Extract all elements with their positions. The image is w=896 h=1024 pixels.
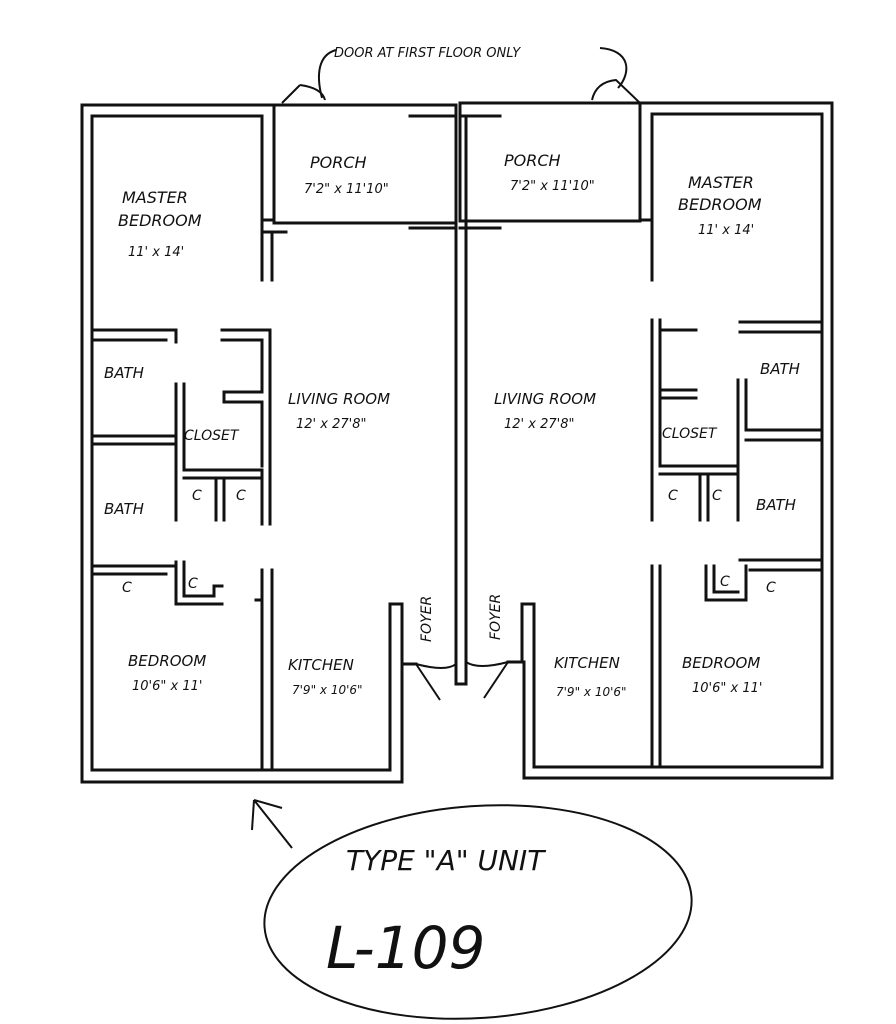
unit-annotation: TYPE "A" UNIT L-109 [251, 799, 693, 1020]
left-living-room-label: LIVING ROOM [288, 390, 390, 408]
foyer-doors [415, 661, 509, 701]
right-bedroom-dims: 10'6" x 11' [692, 681, 762, 696]
right-kitchen-dims: 7'9" x 10'6" [556, 685, 627, 699]
left-master-bedroom-label-2: BEDROOM [118, 211, 202, 230]
left-closet-c4: C [188, 576, 198, 592]
left-living-room-dims: 12' x 27'8" [296, 417, 366, 432]
left-unit-labels: PORCH 7'2" x 11'10" MASTER BEDROOM 11' x… [104, 153, 435, 697]
door-note-text: DOOR AT FIRST FLOOR ONLY [334, 46, 521, 61]
left-closet-label: CLOSET [184, 428, 240, 444]
right-closet-c3: C [720, 574, 730, 590]
unit-type-label: TYPE "A" UNIT [346, 844, 546, 877]
arrow-icon [251, 799, 293, 849]
door-note-bracket-right [599, 47, 628, 89]
door-note: DOOR AT FIRST FLOOR ONLY [281, 46, 641, 104]
door-note-leader-left [281, 84, 301, 104]
right-master-bedroom-dims: 11' x 14' [698, 223, 754, 238]
door-note-bracket-left [318, 49, 337, 99]
right-master-bedroom-label-2: BEDROOM [678, 195, 762, 214]
left-bath-upper-label: BATH [104, 364, 144, 382]
right-interior-walls [506, 318, 824, 769]
annotation-ellipse [263, 804, 693, 1020]
left-bath-lower-label: BATH [104, 500, 144, 518]
right-closet-c2: C [712, 488, 722, 504]
right-closet-c1: C [668, 488, 678, 504]
right-closet-c4: C [766, 580, 776, 596]
exterior-walls [80, 101, 834, 784]
right-bath-upper-label: BATH [760, 360, 800, 378]
left-kitchen-dims: 7'9" x 10'6" [292, 683, 363, 697]
left-kitchen-label: KITCHEN [288, 656, 354, 674]
left-closet-c3: C [122, 580, 132, 596]
right-closet-label: CLOSET [662, 426, 718, 442]
right-master-bedroom-label-1: MASTER [688, 173, 754, 192]
left-bedroom-label: BEDROOM [128, 652, 206, 670]
right-bedroom-label: BEDROOM [682, 654, 760, 672]
left-porch-dims: 7'2" x 11'10" [304, 182, 389, 197]
door-swing-right-foyer-icon [465, 661, 509, 667]
left-foyer-label: FOYER [419, 596, 435, 642]
left-closet-c1: C [192, 488, 202, 504]
door-left-leaf [415, 663, 441, 701]
left-master-bedroom-label-1: MASTER [122, 188, 188, 207]
right-kitchen-label: KITCHEN [554, 654, 620, 672]
left-closet-c2: C [236, 488, 246, 504]
door-right-leaf [483, 661, 509, 699]
right-living-room-label: LIVING ROOM [494, 390, 596, 408]
right-porch-label: PORCH [504, 151, 561, 170]
unit-id-label: L-109 [326, 914, 485, 982]
left-bedroom-dims: 10'6" x 11' [132, 679, 202, 694]
right-living-room-dims: 12' x 27'8" [504, 417, 574, 432]
door-swing-left-icon [299, 84, 326, 101]
party-wall [454, 114, 468, 686]
right-bath-lower-label: BATH [756, 496, 796, 514]
right-foyer-label: FOYER [488, 594, 504, 640]
door-swing-left-foyer-icon [415, 663, 457, 669]
right-unit-labels: PORCH 7'2" x 11'10" MASTER BEDROOM 11' x… [488, 151, 800, 699]
left-porch-label: PORCH [310, 153, 367, 172]
left-interior-walls [90, 230, 418, 772]
door-swing-right-icon [591, 78, 641, 104]
right-porch-dims: 7'2" x 11'10" [510, 179, 595, 194]
left-master-bedroom-dims: 11' x 14' [128, 245, 184, 260]
